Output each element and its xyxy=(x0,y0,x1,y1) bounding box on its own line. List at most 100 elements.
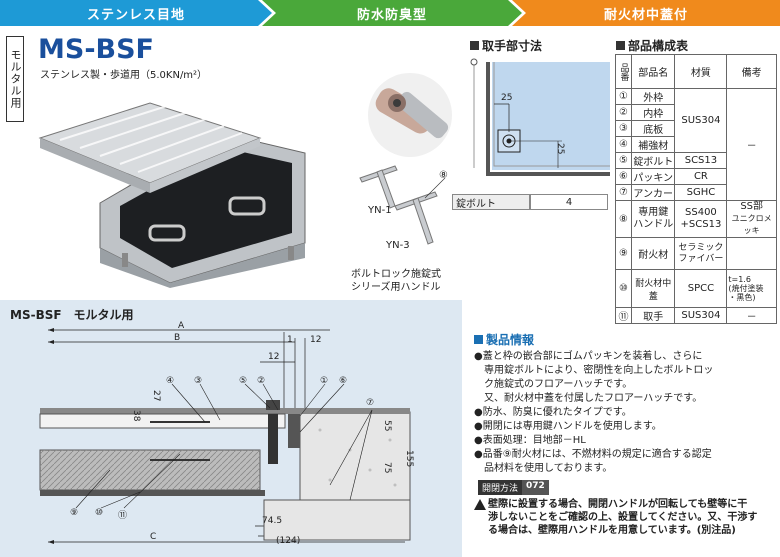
info-bullet: ●防水、防臭に優れたタイプです。 xyxy=(474,407,632,418)
part-num: ⑨ xyxy=(615,237,632,270)
part-note xyxy=(726,237,777,270)
header-waterproof: 防水防臭型 xyxy=(262,0,522,26)
info-bullet: ●表面処理：目地部－HL xyxy=(474,435,586,446)
category-header: ステンレス目地 防水防臭型 耐火材中蓋付 xyxy=(0,0,780,26)
dim-b: B xyxy=(174,333,181,343)
callout-7: ⑦ xyxy=(366,398,375,408)
col-material: 材質 xyxy=(674,54,728,89)
callout-10: ⑩ xyxy=(95,508,104,518)
part-name: 錠ボルト xyxy=(630,152,676,169)
dim-12: 12 xyxy=(310,335,322,345)
part-material-9a: セラミック xyxy=(678,242,724,253)
part-material: CR xyxy=(674,168,728,185)
part-material: SUS304 xyxy=(674,88,728,153)
dim-55: 55 xyxy=(382,420,392,432)
part-material: SPCC xyxy=(674,269,728,308)
col-partname: 部品名 xyxy=(630,54,676,89)
info-bullet: 又、耐火材中蓋を付属したフロアーハッチです。 xyxy=(474,393,703,404)
info-bullet: ク施錠式のフロアーハッチです。 xyxy=(474,379,633,390)
part-name: 耐火材 xyxy=(630,237,676,270)
info-bullet: ●開閉には専用鍵ハンドルを使用します。 xyxy=(474,421,662,432)
part-material-9b: ファイバー xyxy=(678,253,724,264)
col-notes: 備考 xyxy=(726,54,777,89)
info-bullet: ●蓋と枠の嵌合部にゴムパッキンを装着し、さらに xyxy=(474,351,703,362)
marker-8: ⑧ xyxy=(439,170,448,181)
handle-caption-2: シリーズ用ハンドル xyxy=(351,282,441,293)
part-note-10a: t=1.6 xyxy=(728,275,751,284)
lock-bolt-label: 錠ボルト xyxy=(452,194,530,210)
part-name-8b: ハンドル xyxy=(633,219,674,230)
part-note-8b: ユニクロメッキ xyxy=(731,214,772,235)
part-name: 取手 xyxy=(630,307,676,324)
dim-1: 1 xyxy=(287,335,293,345)
callout-5: ⑤ xyxy=(239,376,248,386)
section-drawing xyxy=(39,328,411,544)
part-num: ③ xyxy=(615,120,632,137)
callout-11: ⑪ xyxy=(118,511,128,521)
part-note-10b: (焼付塗装 xyxy=(728,284,764,293)
handle-dims-title: 取手部寸法 xyxy=(470,37,542,54)
dim-124: (124) xyxy=(276,536,301,546)
dim-25-vertical: 25 xyxy=(555,143,565,155)
dim-27: 27 xyxy=(151,390,161,402)
part-material: SCS13 xyxy=(674,152,728,169)
part-name-8a: 専用鍵 xyxy=(638,207,669,218)
dim-75: 75 xyxy=(382,462,392,474)
part-name: パッキン xyxy=(630,168,676,185)
part-material: SGHC xyxy=(674,184,728,201)
warning-line: 壁際に設置する場合、開閉ハンドルが回転しても壁等に干 xyxy=(488,499,748,510)
part-name: 内枠 xyxy=(630,104,676,121)
part-note: － xyxy=(726,307,777,324)
yn1-label: YN-1 xyxy=(368,205,392,216)
header-fireproof: 耐火材中蓋付 xyxy=(512,0,780,26)
dim-155: 155 xyxy=(404,450,414,468)
part-note-10c: ・黒色) xyxy=(728,293,756,302)
section-title: MS-BSF モルタル用 xyxy=(10,308,134,322)
info-bullet: ●品番⑨耐火材には、不燃材料の規定に適合する認定 xyxy=(474,449,712,460)
lock-bolt-value: 4 xyxy=(530,194,608,210)
model-name: MS-BSF xyxy=(38,34,154,65)
open-method-label: 開閉方法 xyxy=(478,480,523,495)
part-name: 外枠 xyxy=(630,88,676,105)
callout-3: ③ xyxy=(194,376,203,386)
handle-caption-1: ボルトロック施錠式 xyxy=(351,269,441,280)
callout-4: ④ xyxy=(166,376,175,386)
open-method-value: 072 xyxy=(522,480,549,495)
header-stainless-joint: ステンレス目地 xyxy=(0,0,272,26)
part-num: ⑪ xyxy=(615,307,632,324)
dim-38: 38 xyxy=(131,410,141,422)
part-name: 底板 xyxy=(630,120,676,137)
callout-2: ② xyxy=(257,376,266,386)
col-partno: 品番 xyxy=(615,54,632,89)
dim-25-horizontal: 25 xyxy=(501,93,513,103)
key-handle-photo xyxy=(368,73,452,157)
part-note: － xyxy=(726,88,777,201)
callout-9: ⑨ xyxy=(70,508,79,518)
part-num: ⑤ xyxy=(615,152,632,169)
callout-1: ① xyxy=(320,376,329,386)
info-bullet: 品材料を使用しております。 xyxy=(474,463,613,474)
part-material: SUS304 xyxy=(674,307,728,324)
part-num: ⑩ xyxy=(615,269,632,308)
part-num: ⑦ xyxy=(615,184,632,201)
dim-74-5: 74.5 xyxy=(262,516,283,526)
open-method-badge: 開閉方法 072 xyxy=(478,480,549,495)
callout-6: ⑥ xyxy=(339,376,348,386)
wall-warning: 壁際に設置する場合、開閉ハンドルが回転しても壁等に干 渉しないことをご確認の上、… xyxy=(474,498,776,537)
parts-title: 部品構成表 xyxy=(616,37,688,54)
part-num: ⑥ xyxy=(615,168,632,185)
part-num: ① xyxy=(615,88,632,105)
part-name: 補強材 xyxy=(630,136,676,153)
warning-icon xyxy=(474,499,486,510)
warning-line: る場合は、壁際用ハンドルを用意しています。(別注品) xyxy=(488,525,736,536)
t-handles-illustration xyxy=(359,165,446,245)
model-subtitle: ステンレス製・歩道用（5.0KN/m²） xyxy=(40,70,208,81)
part-note-8a: SS部 xyxy=(740,201,764,212)
dim-c: C xyxy=(150,532,157,542)
dim-12b: 12 xyxy=(268,352,280,362)
product-info-list: ●蓋と枠の嵌合部にゴムパッキンを装着し、さらに 専用錠ボルトにより、密閉性を向上… xyxy=(474,350,774,476)
part-num: ④ xyxy=(615,136,632,153)
part-name: アンカー xyxy=(630,184,676,201)
product-info-title: 製品情報 xyxy=(474,331,534,348)
